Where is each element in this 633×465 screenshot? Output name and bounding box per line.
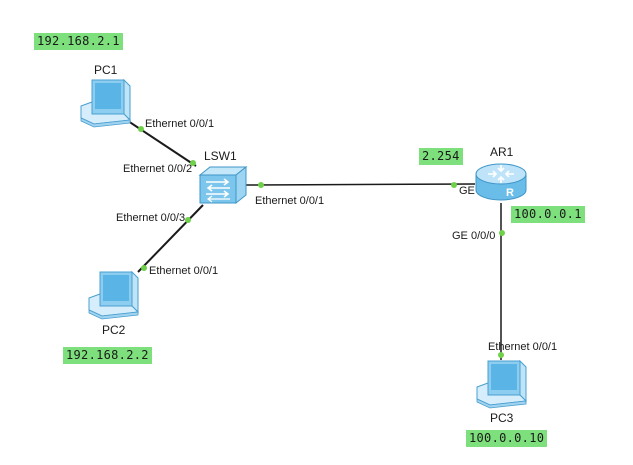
ar1-name: AR1 bbox=[490, 145, 514, 159]
port-dot-ar-ge0 bbox=[499, 230, 505, 236]
link-pc1-lsw1[interactable] bbox=[121, 116, 197, 167]
port-dot-lsw-e3 bbox=[185, 217, 191, 223]
port-dot-pc1-eth bbox=[138, 126, 144, 132]
pc3-name: PC3 bbox=[490, 411, 514, 425]
lsw1-name: LSW1 bbox=[204, 149, 237, 163]
ar1-lan-ip-tag: 2.254 bbox=[419, 148, 463, 165]
port-dot-pc2-eth bbox=[141, 265, 147, 271]
pc-icon bbox=[88, 270, 140, 320]
pc3-device[interactable] bbox=[474, 359, 528, 409]
pc-icon bbox=[476, 359, 528, 409]
port-dot-ar-ge1 bbox=[451, 182, 457, 188]
port-label-pc2-eth: Ethernet 0/0/1 bbox=[149, 265, 219, 277]
port-label-pc1-eth: Ethernet 0/0/1 bbox=[145, 118, 215, 130]
pc1-ip-tag: 192.168.2.1 bbox=[34, 33, 123, 50]
port-dot-pc3-eth bbox=[498, 352, 504, 358]
port-dot-lsw-e1 bbox=[258, 182, 264, 188]
pc2-name: PC2 bbox=[102, 323, 126, 337]
link-lsw1-ar1[interactable] bbox=[244, 183, 476, 186]
router-icon: R bbox=[475, 163, 527, 201]
pc2-device[interactable] bbox=[86, 270, 140, 320]
link-lsw1-pc2[interactable] bbox=[137, 204, 204, 273]
pc1-name: PC1 bbox=[94, 63, 118, 77]
pc1-device[interactable] bbox=[78, 78, 132, 128]
svg-text:R: R bbox=[506, 187, 514, 199]
ar1-device[interactable]: R bbox=[474, 160, 528, 206]
ar1-wan-ip-tag: 100.0.0.1 bbox=[511, 206, 585, 223]
port-dot-lsw-e2 bbox=[190, 160, 196, 166]
port-label-lsw-e3: Ethernet 0/0/3 bbox=[116, 212, 186, 224]
port-label-lsw-e2: Ethernet 0/0/2 bbox=[123, 163, 193, 175]
pc2-ip-tag: 192.168.2.2 bbox=[63, 347, 152, 364]
port-label-lsw-e1: Ethernet 0/0/1 bbox=[255, 195, 325, 207]
pc3-ip-tag: 100.0.0.10 bbox=[466, 430, 548, 447]
lsw1-device[interactable] bbox=[196, 165, 248, 207]
port-label-ar-ge0: GE 0/0/0 bbox=[452, 230, 496, 242]
pc-icon bbox=[80, 78, 132, 128]
switch-icon bbox=[198, 165, 248, 205]
port-label-pc3-eth: Ethernet 0/0/1 bbox=[488, 341, 558, 353]
